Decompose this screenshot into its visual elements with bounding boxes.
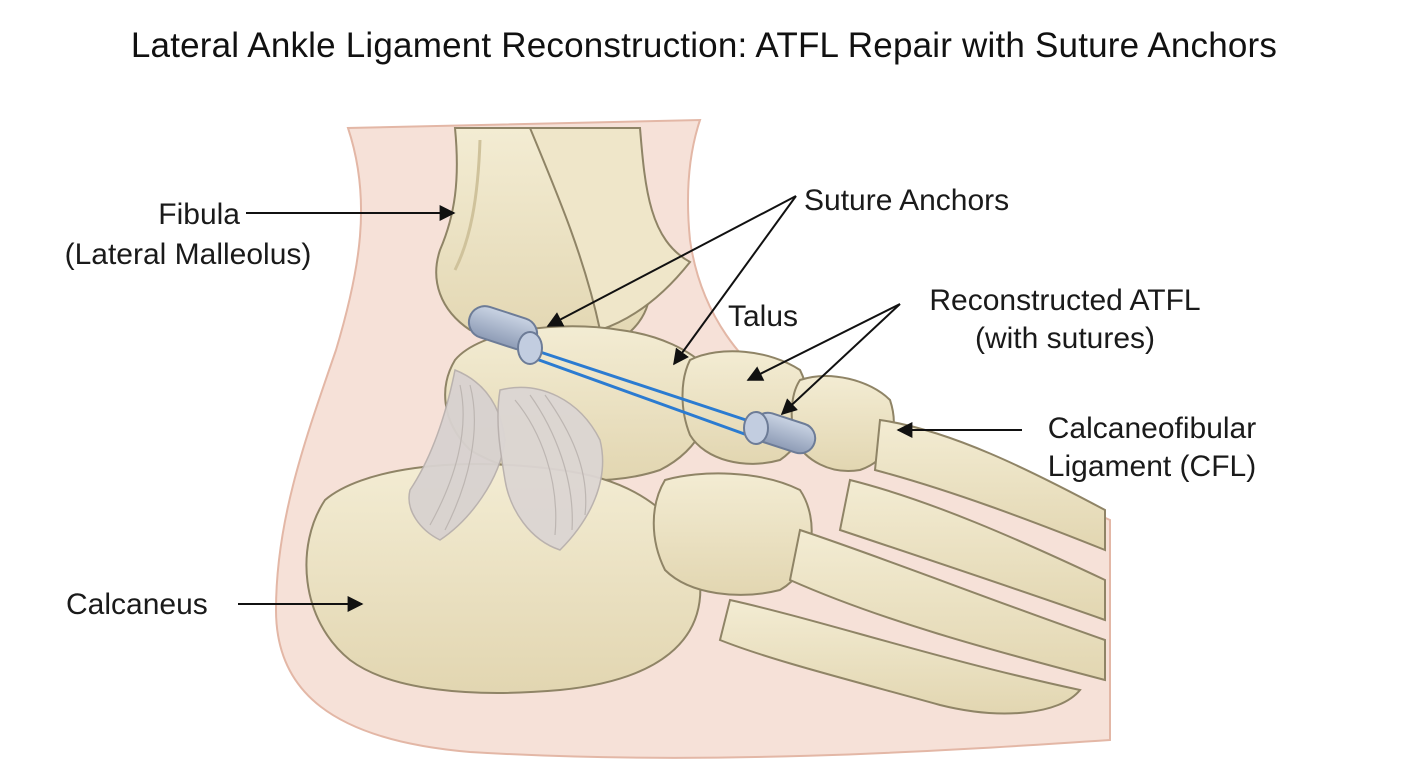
talus-label: Talus bbox=[728, 300, 799, 333]
suture-anchor-distal bbox=[743, 411, 817, 455]
posterior-ligament bbox=[497, 386, 604, 551]
page-title: Lateral Ankle Ligament Reconstruction: A… bbox=[130, 26, 1278, 65]
suture-anchors-label: Suture Anchors bbox=[804, 184, 1010, 217]
tibia-bone bbox=[528, 127, 692, 332]
cuboid-bone bbox=[652, 472, 813, 596]
calcaneus-bone bbox=[305, 463, 702, 694]
cfl-label: Calcaneofibular Ligament (CFL) bbox=[1047, 412, 1257, 483]
metatarsal-1 bbox=[873, 418, 1106, 552]
metatarsal-2 bbox=[838, 478, 1106, 622]
suture-strands bbox=[527, 346, 753, 438]
leader-arrows bbox=[238, 195, 1022, 612]
metatarsal-3 bbox=[788, 528, 1106, 682]
atfl-arrow-2 bbox=[780, 303, 901, 416]
fibula-shading bbox=[453, 139, 482, 271]
suture-anchors-arrow-1 bbox=[546, 195, 797, 327]
ligament-fibers bbox=[429, 384, 587, 536]
atfl-label: Reconstructed ATFL (with sutures) bbox=[929, 284, 1201, 355]
fibula-label: Fibula bbox=[158, 198, 240, 231]
calcaneus-label: Calcaneus bbox=[66, 588, 208, 621]
atfl-arrow-1 bbox=[746, 303, 901, 381]
metatarsal-5 bbox=[718, 598, 1082, 715]
suture-anchor-proximal bbox=[467, 305, 543, 365]
fibula-sublabel: (Lateral Malleolus) bbox=[64, 238, 312, 271]
suture-anchors-arrow-2 bbox=[673, 195, 797, 366]
